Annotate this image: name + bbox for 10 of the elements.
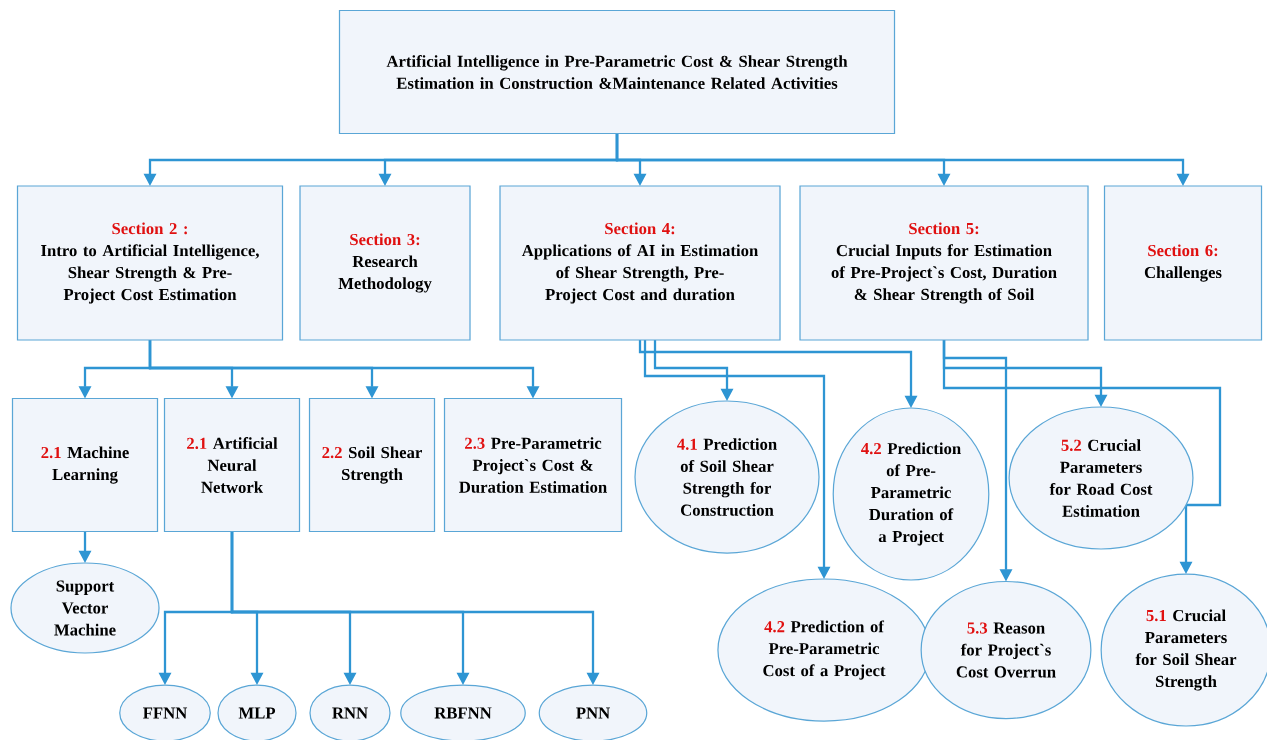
subsection-box: 2.1 Machine Learning: [11, 397, 159, 533]
subsection-box: 2.3 Pre-Parametric Project`s Cost & Duration Estimation: [443, 397, 623, 533]
section-box: Section 5: Crucial Inputs for Estimation of Pre-Project`s Cost, Duration & Shear Strength of Soil: [799, 185, 1089, 341]
title-box: Artificial Intelligence in Pre-Parametric Cost & Shear Strength Estimation in Construction &Maintenance Related Activities: [338, 9, 896, 135]
section-box: Section 3: Research Methodology: [299, 185, 471, 341]
subsection-box: 2.1 Artificial Neural Network: [163, 397, 301, 533]
section-box: Section 4: Applications of AI in Estimation of Shear Strength, Pre-Project Cost and duration: [499, 185, 781, 341]
section-box: Section 2 : Intro to Artificial Intelligence, Shear Strength & Pre-Project Cost Estimation: [16, 185, 284, 341]
subsection-box: 2.2 Soil Shear Strength: [308, 397, 436, 533]
section-box: Section 6: Challenges: [1103, 185, 1263, 341]
